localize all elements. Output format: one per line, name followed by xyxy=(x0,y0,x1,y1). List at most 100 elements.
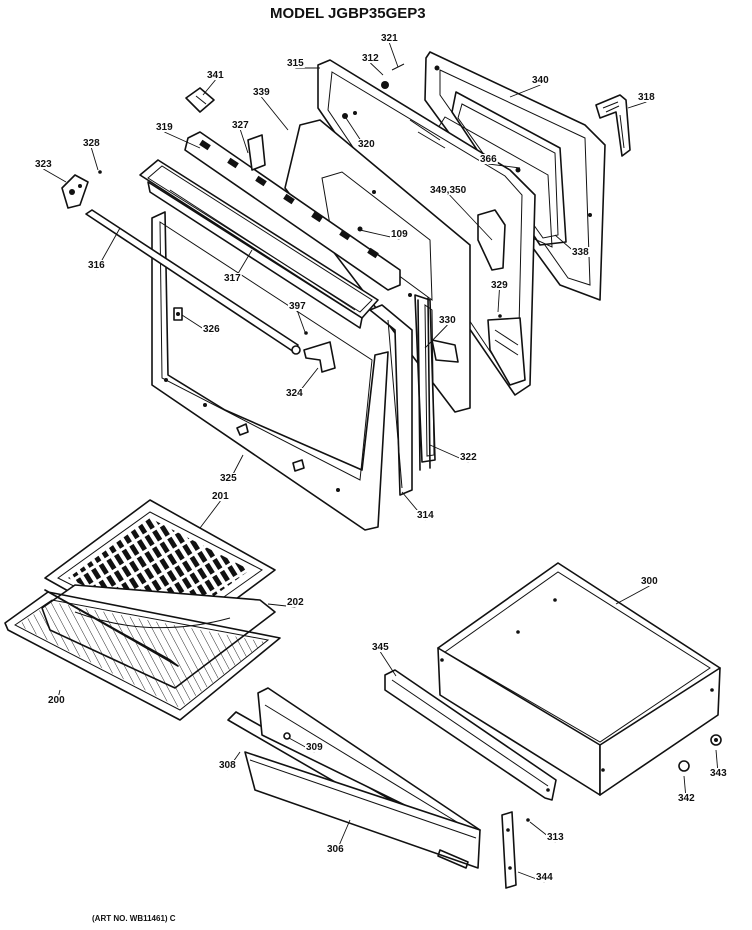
part-side-strip-322 xyxy=(417,297,431,471)
callout-340: 340 xyxy=(532,75,549,86)
callout-bg-329 xyxy=(490,280,509,290)
leader-line-321 xyxy=(388,42,399,68)
callout-bg-344 xyxy=(535,872,554,882)
callout-344: 344 xyxy=(536,872,553,883)
callout-397: 397 xyxy=(289,301,306,312)
callout-202: 202 xyxy=(287,597,304,608)
callout-bg-324 xyxy=(285,388,304,398)
callout-326: 326 xyxy=(203,324,220,335)
part-trim-bar-317 xyxy=(139,159,379,329)
part-trim-314 xyxy=(369,304,413,496)
callout-316: 316 xyxy=(88,260,105,271)
part-vent-strip-319 xyxy=(184,131,401,291)
callout-bg-317 xyxy=(223,273,242,283)
part-bracket-344 xyxy=(501,811,517,889)
callout-319: 319 xyxy=(156,122,173,133)
screw-397 xyxy=(304,331,308,335)
callout-338: 338 xyxy=(572,247,589,258)
part-drawer-front-306 xyxy=(244,751,481,869)
leader-line-312 xyxy=(370,62,384,76)
leader-line-330 xyxy=(424,324,448,349)
callout-315: 315 xyxy=(287,58,304,69)
callout-339: 339 xyxy=(253,87,270,98)
part-clip-326 xyxy=(173,307,183,321)
callout-bg-312 xyxy=(361,53,380,63)
callout-342: 342 xyxy=(678,793,695,804)
art-number: (ART NO. WB11461) C xyxy=(92,914,176,923)
leader-line-397 xyxy=(296,310,306,333)
part-drawer-rail-345 xyxy=(384,669,557,801)
callout-341: 341 xyxy=(207,70,224,81)
callout-bg-345 xyxy=(371,642,390,652)
part-plate-341 xyxy=(185,87,215,113)
callout-309: 309 xyxy=(306,742,323,753)
part-hinge-323 xyxy=(61,174,89,209)
leader-line-366 xyxy=(488,163,521,169)
part-handle-318 xyxy=(595,94,631,157)
callout-321: 321 xyxy=(381,33,398,44)
callout-329: 329 xyxy=(491,280,508,291)
callout-bg-200 xyxy=(47,695,66,705)
leader-line-323 xyxy=(43,168,67,183)
callout-325: 325 xyxy=(220,473,237,484)
callout-320: 320 xyxy=(358,139,375,150)
part-nut-342 xyxy=(678,760,690,772)
callout-bg-338 xyxy=(571,247,590,257)
callout-bg-313 xyxy=(546,832,565,842)
callout-323: 323 xyxy=(35,159,52,170)
callout-322: 322 xyxy=(460,452,477,463)
leader-line-318a xyxy=(627,101,647,109)
callout-328: 328 xyxy=(83,138,100,149)
leader-line-328 xyxy=(90,147,99,171)
screw-313 xyxy=(526,818,530,822)
screw-328 xyxy=(98,170,102,174)
callout-bg-109 xyxy=(390,229,409,239)
callout-bg-366 xyxy=(479,154,498,164)
callout-bg-300 xyxy=(640,576,659,586)
callout-bg-340 xyxy=(531,75,550,85)
leader-line-349 xyxy=(449,194,493,241)
callout-345: 345 xyxy=(372,642,389,653)
callout-324: 324 xyxy=(286,388,303,399)
screw-329 xyxy=(498,314,502,318)
callout-317: 317 xyxy=(224,273,241,284)
leader-line-319 xyxy=(164,131,201,149)
callout-314: 314 xyxy=(417,510,434,521)
callout-bg-397 xyxy=(288,301,307,311)
callout-bg-342 xyxy=(677,793,696,803)
callout-bg-343 xyxy=(709,768,728,778)
leader-line-327 xyxy=(239,129,249,154)
leader-line-340 xyxy=(509,84,541,98)
callout-343: 343 xyxy=(710,768,727,779)
leader-line-300 xyxy=(615,585,650,605)
callout-bg-321 xyxy=(380,33,399,43)
callout-201: 201 xyxy=(212,491,229,502)
callout-bg-315 xyxy=(286,58,305,68)
callout-bg-316 xyxy=(87,260,106,270)
callout-bg-341 xyxy=(206,70,225,80)
leader-line-341 xyxy=(202,79,216,96)
part-oven-rack-200 xyxy=(4,591,281,721)
callout-bg-328 xyxy=(82,138,101,148)
callout-200: 200 xyxy=(48,695,65,706)
callout-327: 327 xyxy=(232,120,249,131)
callout-bg-339 xyxy=(252,87,271,97)
callout-bg-323 xyxy=(34,159,53,169)
callout-bg-325 xyxy=(219,473,238,483)
leader-line-345 xyxy=(380,651,397,677)
leader-line-329 xyxy=(497,289,500,313)
callout-313: 313 xyxy=(547,832,564,843)
callout-bg-202 xyxy=(286,597,305,607)
callout-330: 330 xyxy=(439,315,456,326)
callout-300: 300 xyxy=(641,576,658,587)
callout-308: 308 xyxy=(219,760,236,771)
callout-366: 366 xyxy=(480,154,497,165)
part-rod-316 xyxy=(85,209,301,355)
callout-bg-318a xyxy=(637,92,656,102)
leader-line-339 xyxy=(261,96,289,131)
callout-312: 312 xyxy=(362,53,379,64)
part-frame-325 xyxy=(151,211,389,531)
part-bumper-343 xyxy=(710,734,722,746)
